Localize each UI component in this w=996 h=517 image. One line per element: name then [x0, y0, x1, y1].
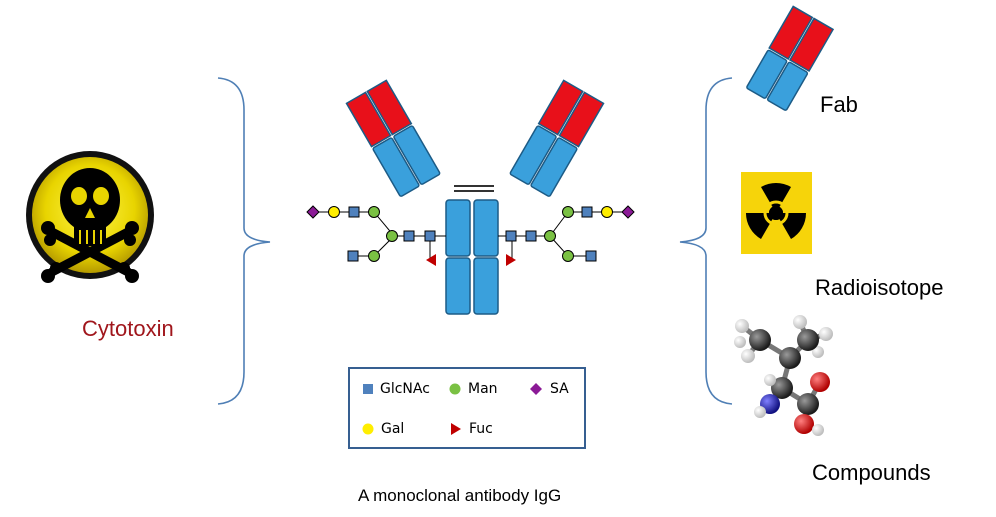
molecule-icon — [734, 315, 833, 436]
legend-label-gal: Gal — [381, 421, 405, 437]
legend-man-icon — [449, 383, 461, 395]
glycan-left — [306, 205, 446, 266]
antibody-igg-icon — [345, 79, 605, 315]
legend-label-sa: SA — [550, 381, 569, 397]
right-bracket — [679, 77, 733, 405]
compounds-label: Compounds — [812, 460, 931, 485]
antibody-caption: A monoclonal antibody IgG — [358, 486, 562, 505]
legend-fuc-icon — [451, 423, 461, 435]
legend-gal-icon — [362, 423, 374, 435]
legend — [348, 367, 586, 449]
left-bracket — [217, 77, 271, 405]
radiation-icon — [741, 172, 812, 254]
legend-sa-icon — [530, 383, 542, 395]
fab-fragment-icon — [746, 5, 835, 111]
glycan-right — [498, 205, 635, 266]
radioisotope-label: Radioisotope — [815, 275, 944, 300]
legend-label-man: Man — [468, 381, 498, 397]
legend-label-fuc: Fuc — [469, 421, 493, 437]
legend-glcnac-icon — [363, 384, 373, 394]
legend-label-glcnac: GlcNAc — [380, 381, 430, 397]
fab-label: Fab — [820, 92, 858, 117]
cytotoxin-label: Cytotoxin — [82, 316, 174, 341]
skull-crossbones-icon — [26, 151, 154, 283]
